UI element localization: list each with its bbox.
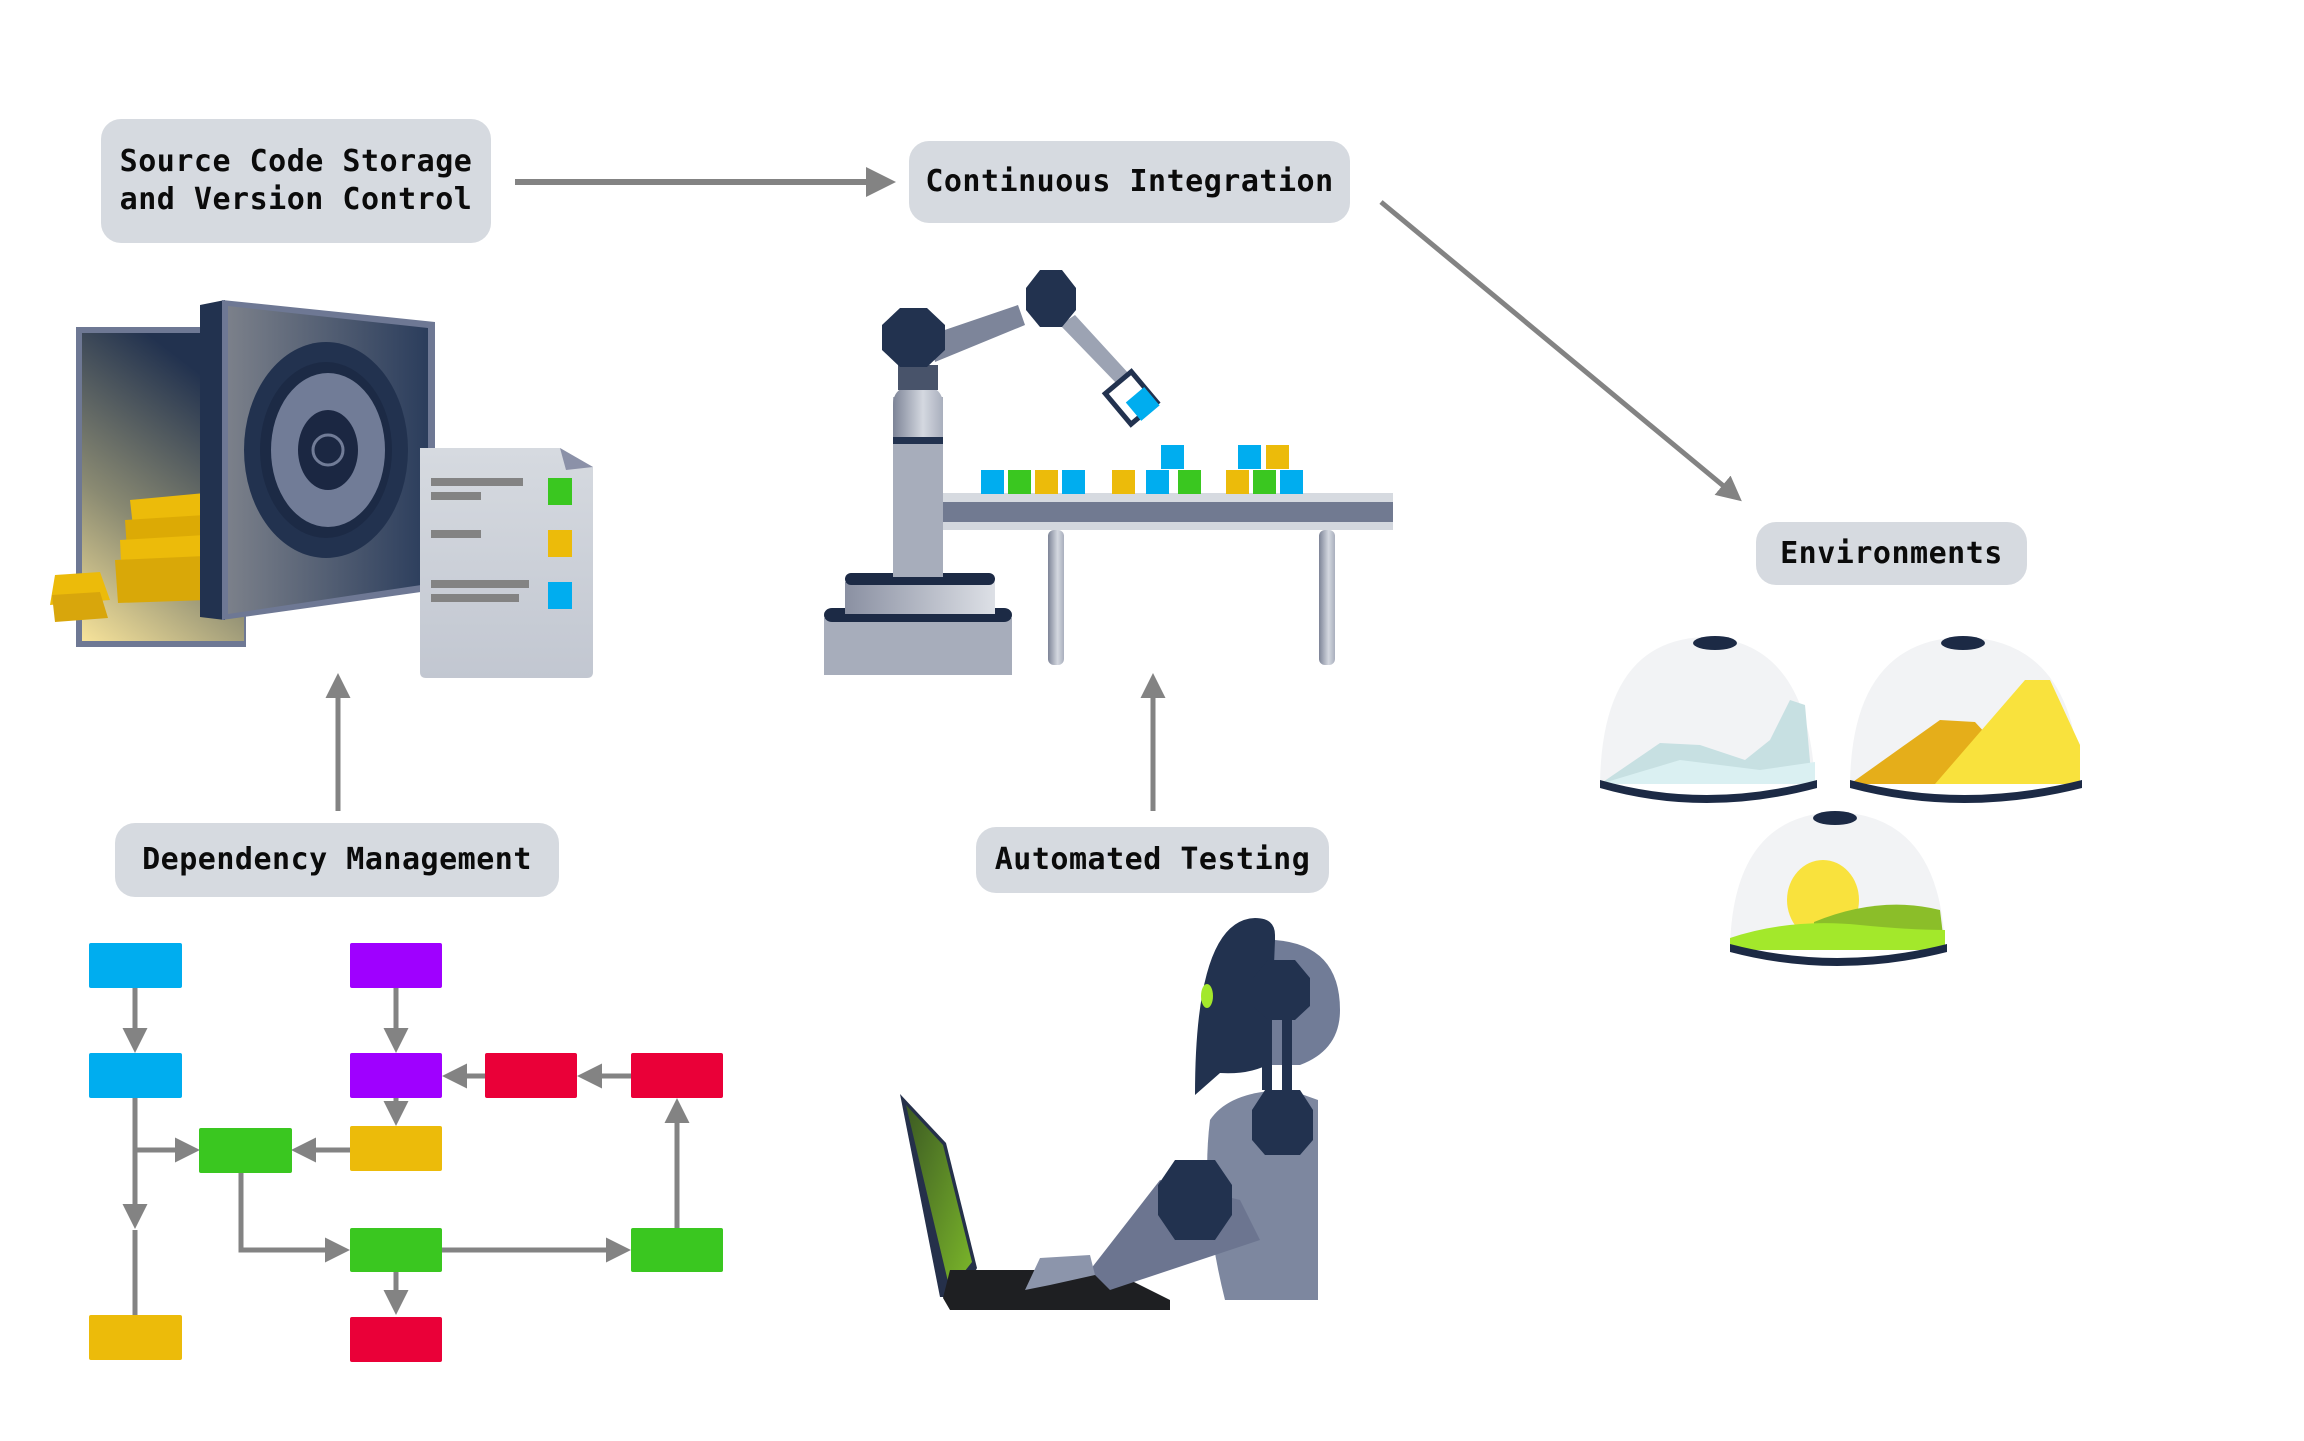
- dep-node-green-1: [199, 1128, 292, 1173]
- dome-mountains: [1600, 636, 1817, 803]
- node-environments: Environments: [1756, 522, 2027, 585]
- dep-node-red-1: [350, 1317, 442, 1362]
- dep-node-yellow-2: [350, 1126, 442, 1171]
- dome-green-hills: [1730, 811, 1947, 966]
- dep-node-purple-1: [350, 943, 442, 988]
- robot-eye-icon: [1201, 984, 1213, 1008]
- conveyor-blocks: [981, 445, 1303, 494]
- flow-arrows: [325, 167, 1742, 811]
- environment-domes: [1600, 636, 2082, 966]
- check-blue-icon: [548, 582, 572, 609]
- dep-node-purple-2: [350, 1053, 442, 1098]
- node-continuous-integration-label: Continuous Integration: [925, 164, 1334, 199]
- dependency-graph-edges: [122, 988, 690, 1316]
- dep-node-red-2: [485, 1053, 577, 1098]
- robot-laptop-illustration: [900, 918, 1340, 1310]
- dep-node-yellow-1: [89, 1315, 182, 1360]
- dep-node-blue-1: [89, 943, 182, 988]
- dependency-graph-nodes: [89, 943, 723, 1362]
- dep-node-green-2: [350, 1228, 442, 1272]
- node-automated-testing-label: Automated Testing: [994, 842, 1311, 877]
- dep-node-red-3: [631, 1053, 723, 1098]
- check-green-icon: [548, 478, 572, 505]
- vault-illustration: [50, 300, 435, 647]
- node-source-code-storage-label: Source Code Storage and Version Control: [119, 144, 473, 217]
- joint-elbow-icon: [1026, 270, 1076, 327]
- arrow-ci-to-environments: [1379, 200, 1742, 502]
- robot-arm-illustration: [824, 270, 1393, 675]
- node-environments-label: Environments: [1780, 535, 2003, 571]
- robot-ear-cloud-icon: [1253, 960, 1310, 1020]
- check-yellow-icon: [548, 530, 572, 557]
- checklist-document: [420, 448, 593, 678]
- dep-node-green-3: [631, 1228, 723, 1272]
- gold-bars-icon: [50, 493, 215, 622]
- vault-dial-icon: [311, 433, 345, 467]
- joint-shoulder-icon: [882, 308, 945, 367]
- node-continuous-integration: Continuous Integration: [909, 141, 1350, 223]
- dep-node-blue-2: [89, 1053, 182, 1098]
- node-automated-testing: Automated Testing: [976, 827, 1329, 893]
- dome-desert: [1850, 636, 2082, 803]
- node-dependency-management-label: Dependency Management: [142, 842, 532, 877]
- node-dependency-management: Dependency Management: [115, 823, 559, 897]
- node-source-code-storage: Source Code Storage and Version Control: [101, 119, 491, 243]
